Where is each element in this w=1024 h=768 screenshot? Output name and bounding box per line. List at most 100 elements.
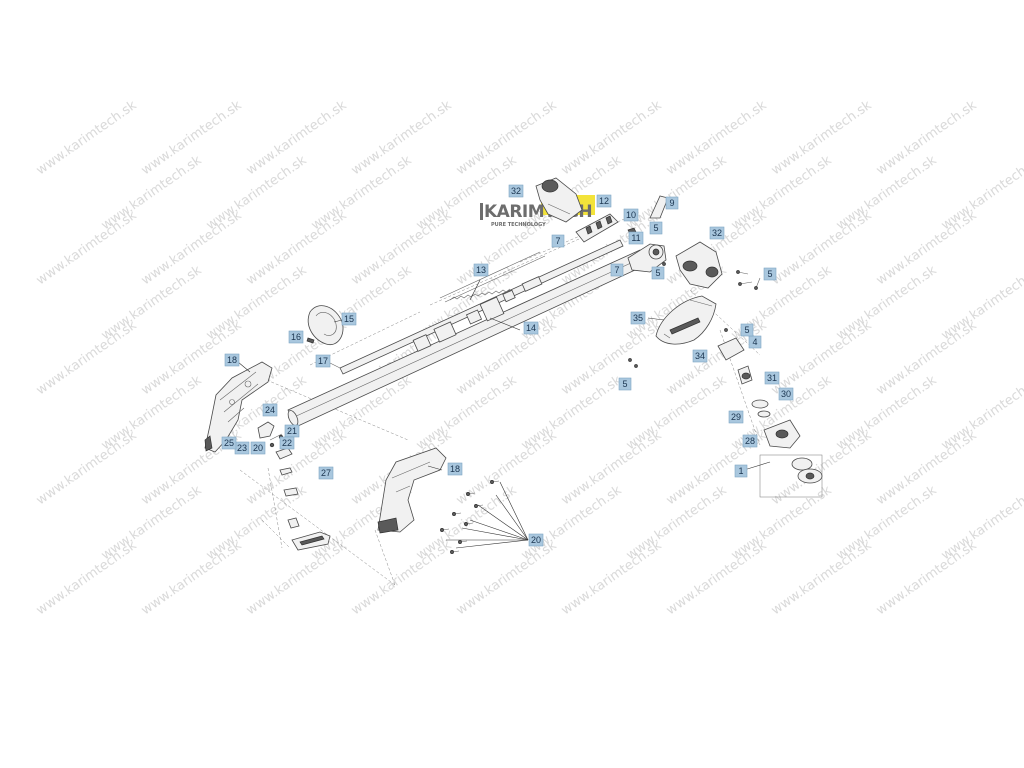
watermark-text: www.karimtech.sk: [454, 538, 560, 619]
svg-text:18: 18: [227, 355, 237, 365]
watermark-text: www.karimtech.sk: [874, 538, 980, 619]
svg-text:16: 16: [291, 332, 301, 342]
part-label: 16: [288, 330, 304, 344]
part-label: 20: [528, 533, 544, 547]
part-upper-clamp: [535, 177, 583, 223]
part-label: 7: [610, 263, 624, 277]
part-label: 18: [447, 462, 463, 476]
svg-text:5: 5: [655, 268, 660, 278]
svg-text:17: 17: [318, 356, 328, 366]
svg-text:20: 20: [253, 443, 263, 453]
part-lower-clamp: [675, 241, 723, 289]
part-label: 5: [651, 266, 665, 280]
part-motor-assembly: [717, 337, 823, 484]
svg-text:25: 25: [224, 438, 234, 448]
part-screw-group: [440, 480, 500, 554]
screw-head: [458, 540, 462, 544]
logo-bar: [480, 203, 483, 220]
part-label: 34: [692, 349, 708, 363]
svg-text:24: 24: [265, 405, 275, 415]
part-label: 28: [742, 434, 758, 448]
svg-text:1: 1: [738, 466, 743, 476]
part-label: 9: [665, 196, 679, 210]
part-label: 20: [250, 441, 266, 455]
svg-text:11: 11: [631, 233, 640, 243]
svg-text:12: 12: [599, 196, 609, 206]
part-label: 5: [740, 323, 754, 337]
part-hub-screws: [628, 262, 761, 368]
part-label: 12: [596, 194, 612, 208]
svg-text:5: 5: [622, 379, 627, 389]
svg-text:20: 20: [531, 535, 541, 545]
svg-text:23: 23: [237, 443, 247, 453]
svg-text:7: 7: [614, 265, 619, 275]
svg-text:22: 22: [282, 438, 292, 448]
watermark-text: www.karimtech.sk: [34, 208, 140, 289]
part-label: 32: [508, 184, 524, 198]
screw-head: [440, 528, 444, 532]
svg-text:28: 28: [745, 436, 755, 446]
screw-head: [452, 512, 456, 516]
watermark-text: www.karimtech.sk: [244, 538, 350, 619]
part-label: 31: [764, 371, 780, 385]
svg-text:21: 21: [287, 426, 297, 436]
watermark-text: www.karimtech.sk: [349, 538, 455, 619]
part-label: 27: [318, 466, 334, 480]
svg-text:27: 27: [321, 468, 331, 478]
watermark-text: www.karimtech.sk: [664, 538, 770, 619]
svg-text:34: 34: [695, 351, 705, 361]
screw-head: [474, 504, 478, 508]
svg-text:31: 31: [767, 373, 777, 383]
svg-text:29: 29: [731, 412, 741, 422]
part-shaft: [287, 249, 649, 427]
part-label: 13: [473, 263, 489, 277]
part-label: 4: [748, 335, 762, 349]
leader-lines: [237, 279, 771, 549]
watermark-text: www.karimtech.sk: [34, 98, 140, 179]
screw-head: [450, 550, 454, 554]
watermark-text: www.karimtech.sk: [34, 318, 140, 399]
watermark-text: www.karimtech.sk: [559, 538, 665, 619]
svg-text:5: 5: [653, 223, 658, 233]
screw-head: [464, 522, 468, 526]
svg-text:18: 18: [450, 464, 460, 474]
part-loop-handle: [307, 305, 344, 346]
part-label: 29: [728, 410, 744, 424]
screw-head: [466, 492, 470, 496]
part-label: 10: [623, 208, 639, 222]
watermark-text: www.karimtech.sk: [34, 428, 140, 509]
svg-text:14: 14: [526, 323, 536, 333]
part-clamp-halves: [575, 213, 619, 243]
part-label: 24: [262, 403, 278, 417]
part-label: 22: [279, 436, 295, 450]
svg-text:13: 13: [476, 265, 486, 275]
watermark-text: www.karimtech.sk: [139, 538, 245, 619]
svg-text:15: 15: [344, 314, 354, 324]
part-label: 7: [551, 234, 565, 248]
part-label: 15: [341, 312, 357, 326]
part-trigger-assembly: [257, 421, 331, 551]
svg-text:30: 30: [781, 389, 791, 399]
part-label: 32: [709, 226, 725, 240]
svg-text:4: 4: [752, 337, 757, 347]
part-label: 30: [778, 387, 794, 401]
part-guard: [655, 295, 717, 345]
watermark-text: www.karimtech.sk: [34, 538, 140, 619]
part-labels: 1 4 5 5 5 5 5 5 7 7 9 10 11 12 13 14 15 …: [221, 184, 794, 547]
svg-text:10: 10: [626, 210, 636, 220]
watermark-text: www.karimtech.sk: [769, 538, 875, 619]
svg-text:35: 35: [633, 313, 643, 323]
part-front-handle: [377, 447, 447, 534]
svg-text:5: 5: [767, 269, 772, 279]
logo-tagline: PURE TECHNOLOGY: [491, 222, 546, 228]
part-label: 14: [523, 321, 539, 335]
part-label: 5: [649, 221, 663, 235]
part-label: 18: [224, 353, 240, 367]
part-couplings: [412, 276, 543, 352]
part-label: 35: [630, 311, 646, 325]
svg-text:5: 5: [744, 325, 749, 335]
svg-text:9: 9: [669, 198, 674, 208]
screw-head: [490, 480, 494, 484]
part-label: 1: [734, 464, 748, 478]
